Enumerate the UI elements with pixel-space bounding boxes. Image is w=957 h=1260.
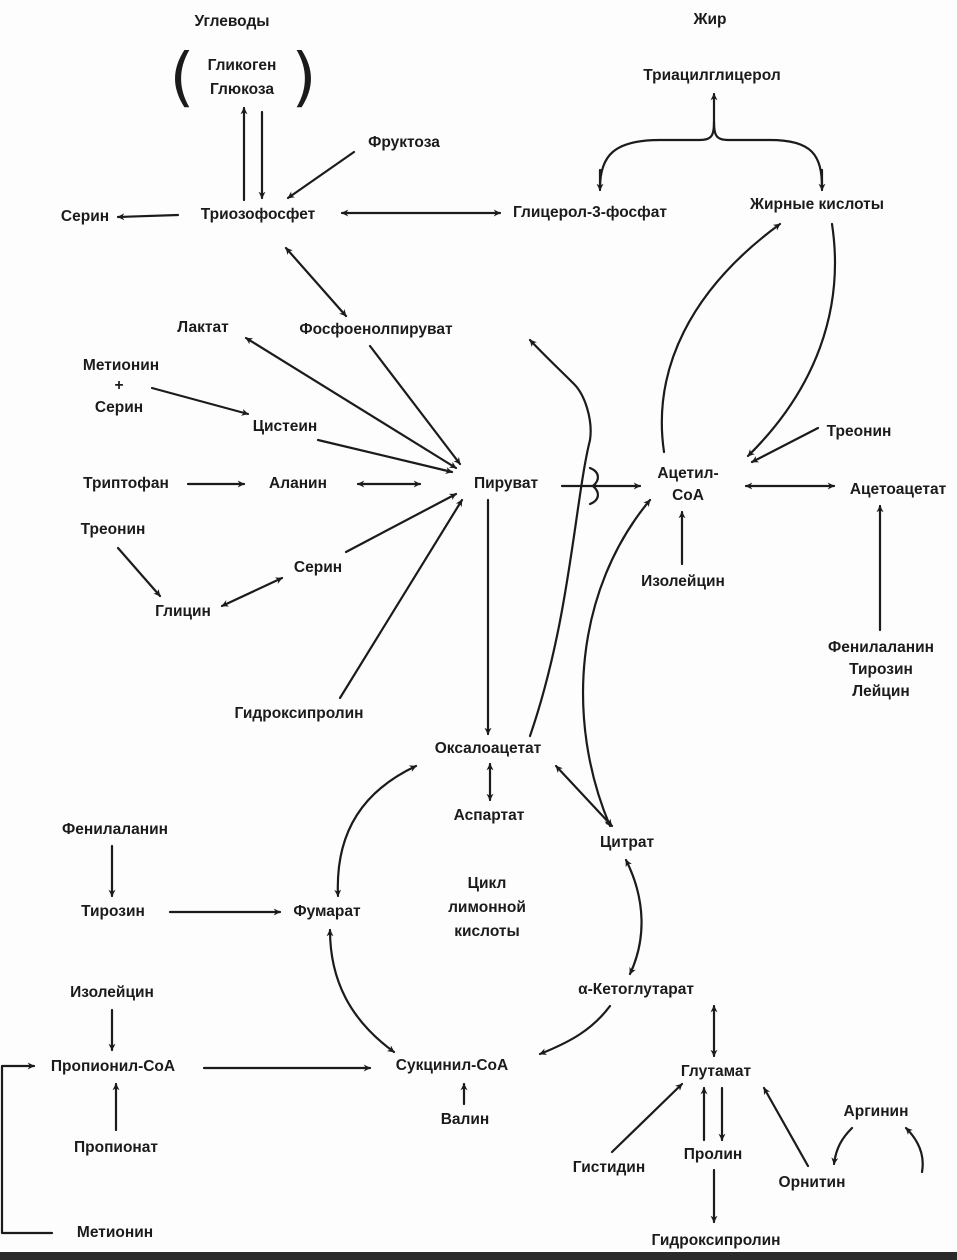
node-fatty-acids: Жирные кислоты bbox=[750, 196, 884, 213]
arrow-ketoglutarate-to-succinyl bbox=[538, 1004, 612, 1056]
arrow-acetyl-to-fatty bbox=[660, 222, 782, 454]
node-alpha-ketoglutarate: α-Кетоглутарат bbox=[578, 981, 694, 998]
node-hydroxyproline-top: Гидроксипролин bbox=[234, 705, 364, 722]
node-glycine: Глицин bbox=[155, 603, 211, 620]
arrow-histidine-to-glutamate bbox=[610, 1082, 684, 1154]
node-alanine: Аланин bbox=[269, 475, 327, 492]
node-glycogen: Гликоген bbox=[207, 57, 277, 74]
node-hydroxyproline-bottom: Гидроксипролин bbox=[651, 1232, 781, 1249]
fat-header: Жир bbox=[693, 11, 727, 28]
node-isoleucine-bottom: Изолейцин bbox=[70, 984, 154, 1001]
node-lactate: Лактат bbox=[177, 319, 229, 336]
left-parenthesis: ( bbox=[169, 41, 195, 115]
node-oxaloacetate: Оксалоацетат bbox=[434, 740, 542, 757]
arrow-pep-to-pyruvate bbox=[368, 344, 462, 466]
node-valine: Валин bbox=[440, 1111, 490, 1128]
arrow-fumarate-oxaloacetate bbox=[334, 764, 418, 898]
arrow-cysteine-to-pyruvate bbox=[316, 438, 454, 474]
arrow-fatty-to-acetyl bbox=[746, 222, 836, 458]
node-glutamate: Глутамат bbox=[680, 1063, 752, 1080]
node-cysteine: Цистеин bbox=[252, 418, 318, 435]
node-acetyl-label: Ацетил- bbox=[657, 465, 719, 482]
cycle-label-line-3: кислоты bbox=[454, 923, 520, 940]
node-isoleucine-top: Изолейцин bbox=[641, 573, 725, 590]
node-tryptophan: Триптофан bbox=[83, 475, 169, 492]
arrow-oxaloacetate-to-pep bbox=[528, 338, 592, 738]
node-phenylalanine-left: Фенилаланин bbox=[62, 821, 168, 838]
node-triacylglycerol: Триацилглицерол bbox=[643, 67, 781, 84]
node-proline: Пролин bbox=[683, 1146, 743, 1163]
node-propionyl-coa: Пропионил-CoA bbox=[50, 1058, 176, 1075]
arrow-hydroxyproline-to-pyruvate bbox=[338, 498, 464, 700]
arrow-serine-to-pyruvate bbox=[344, 492, 458, 554]
node-triose-phosphate: Триозофосфет bbox=[200, 206, 316, 223]
plus-sign: + bbox=[114, 377, 124, 394]
node-serine-mid: Серин bbox=[293, 559, 343, 576]
arrow-threonine-to-glycine bbox=[116, 546, 162, 598]
carbohydrates-header: Углеводы bbox=[194, 13, 270, 30]
node-ornithine: Орнитин bbox=[778, 1174, 846, 1191]
arrow-methionine-loop bbox=[0, 1062, 54, 1235]
node-tyrosine-right: Тирозин bbox=[849, 661, 913, 678]
node-propionate: Пропионат bbox=[73, 1139, 159, 1156]
node-serine-top: Серин bbox=[60, 208, 110, 225]
node-tyrosine: Тирозин bbox=[81, 903, 145, 920]
arrow-threonine-to-acetyl bbox=[750, 426, 820, 464]
arrow-triacylglycerol-brace bbox=[598, 120, 824, 190]
node-aspartate: Аспартат bbox=[453, 807, 525, 824]
node-glucose: Глюкоза bbox=[209, 81, 275, 98]
node-acetoacetate: Ацетоацетат bbox=[849, 481, 947, 498]
cycle-label-line-2: лимонной bbox=[448, 899, 526, 916]
node-methionine: Метионин bbox=[82, 357, 160, 374]
arrow-triose-to-serine bbox=[116, 213, 180, 221]
node-phosphoenolpyruvate: Фосфоенолпируват bbox=[299, 321, 453, 338]
node-acetyl-coa: CoA bbox=[672, 487, 704, 504]
right-parenthesis: ) bbox=[291, 41, 317, 115]
arrow-methionine-to-cysteine bbox=[150, 386, 250, 416]
arrow-fructose-to-triose bbox=[286, 150, 356, 200]
arrow-pyruvate-lactate bbox=[244, 336, 458, 470]
node-glycerol-3-phosphate: Глицерол-3-фосфат bbox=[513, 204, 667, 221]
arrow-oxaloacetate-citrate bbox=[554, 764, 614, 828]
arrow-ornithine-to-arginine bbox=[904, 1126, 924, 1174]
node-fumarate: Фумарат bbox=[293, 903, 361, 920]
node-fructose: Фруктоза bbox=[368, 134, 440, 151]
node-phenylalanine-right: Фенилаланин bbox=[828, 639, 934, 656]
node-methionine-bottom: Метионин bbox=[76, 1224, 154, 1241]
cycle-label-line-1: Цикл bbox=[467, 875, 507, 892]
arrow-citrate-ketoglutarate bbox=[624, 858, 643, 976]
node-citrate: Цитрат bbox=[599, 834, 655, 851]
arrow-citrate-to-acetyl bbox=[581, 498, 652, 828]
node-pyruvate: Пируват bbox=[473, 475, 539, 492]
node-histidine: Гистидин bbox=[572, 1159, 646, 1176]
bottom-border bbox=[0, 1252, 957, 1260]
arrow-triose-pep bbox=[284, 246, 348, 318]
node-leucine-right: Лейцин bbox=[852, 683, 910, 700]
node-threonine-right: Треонин bbox=[826, 423, 892, 440]
arrow-glycine-serine bbox=[220, 576, 284, 608]
arrow-succinyl-fumarate bbox=[326, 928, 396, 1054]
arrow-ornithine-to-glutamate bbox=[762, 1086, 810, 1168]
arrow-arginine-to-ornithine bbox=[831, 1126, 854, 1166]
node-arginine: Аргинин bbox=[843, 1103, 909, 1120]
node-succinyl-coa: Сукцинил-CoA bbox=[395, 1057, 509, 1074]
node-serine-with-methionine: Серин bbox=[94, 399, 144, 416]
arrow-bracket-on-line bbox=[588, 466, 599, 506]
node-threonine-left: Треонин bbox=[80, 521, 146, 538]
